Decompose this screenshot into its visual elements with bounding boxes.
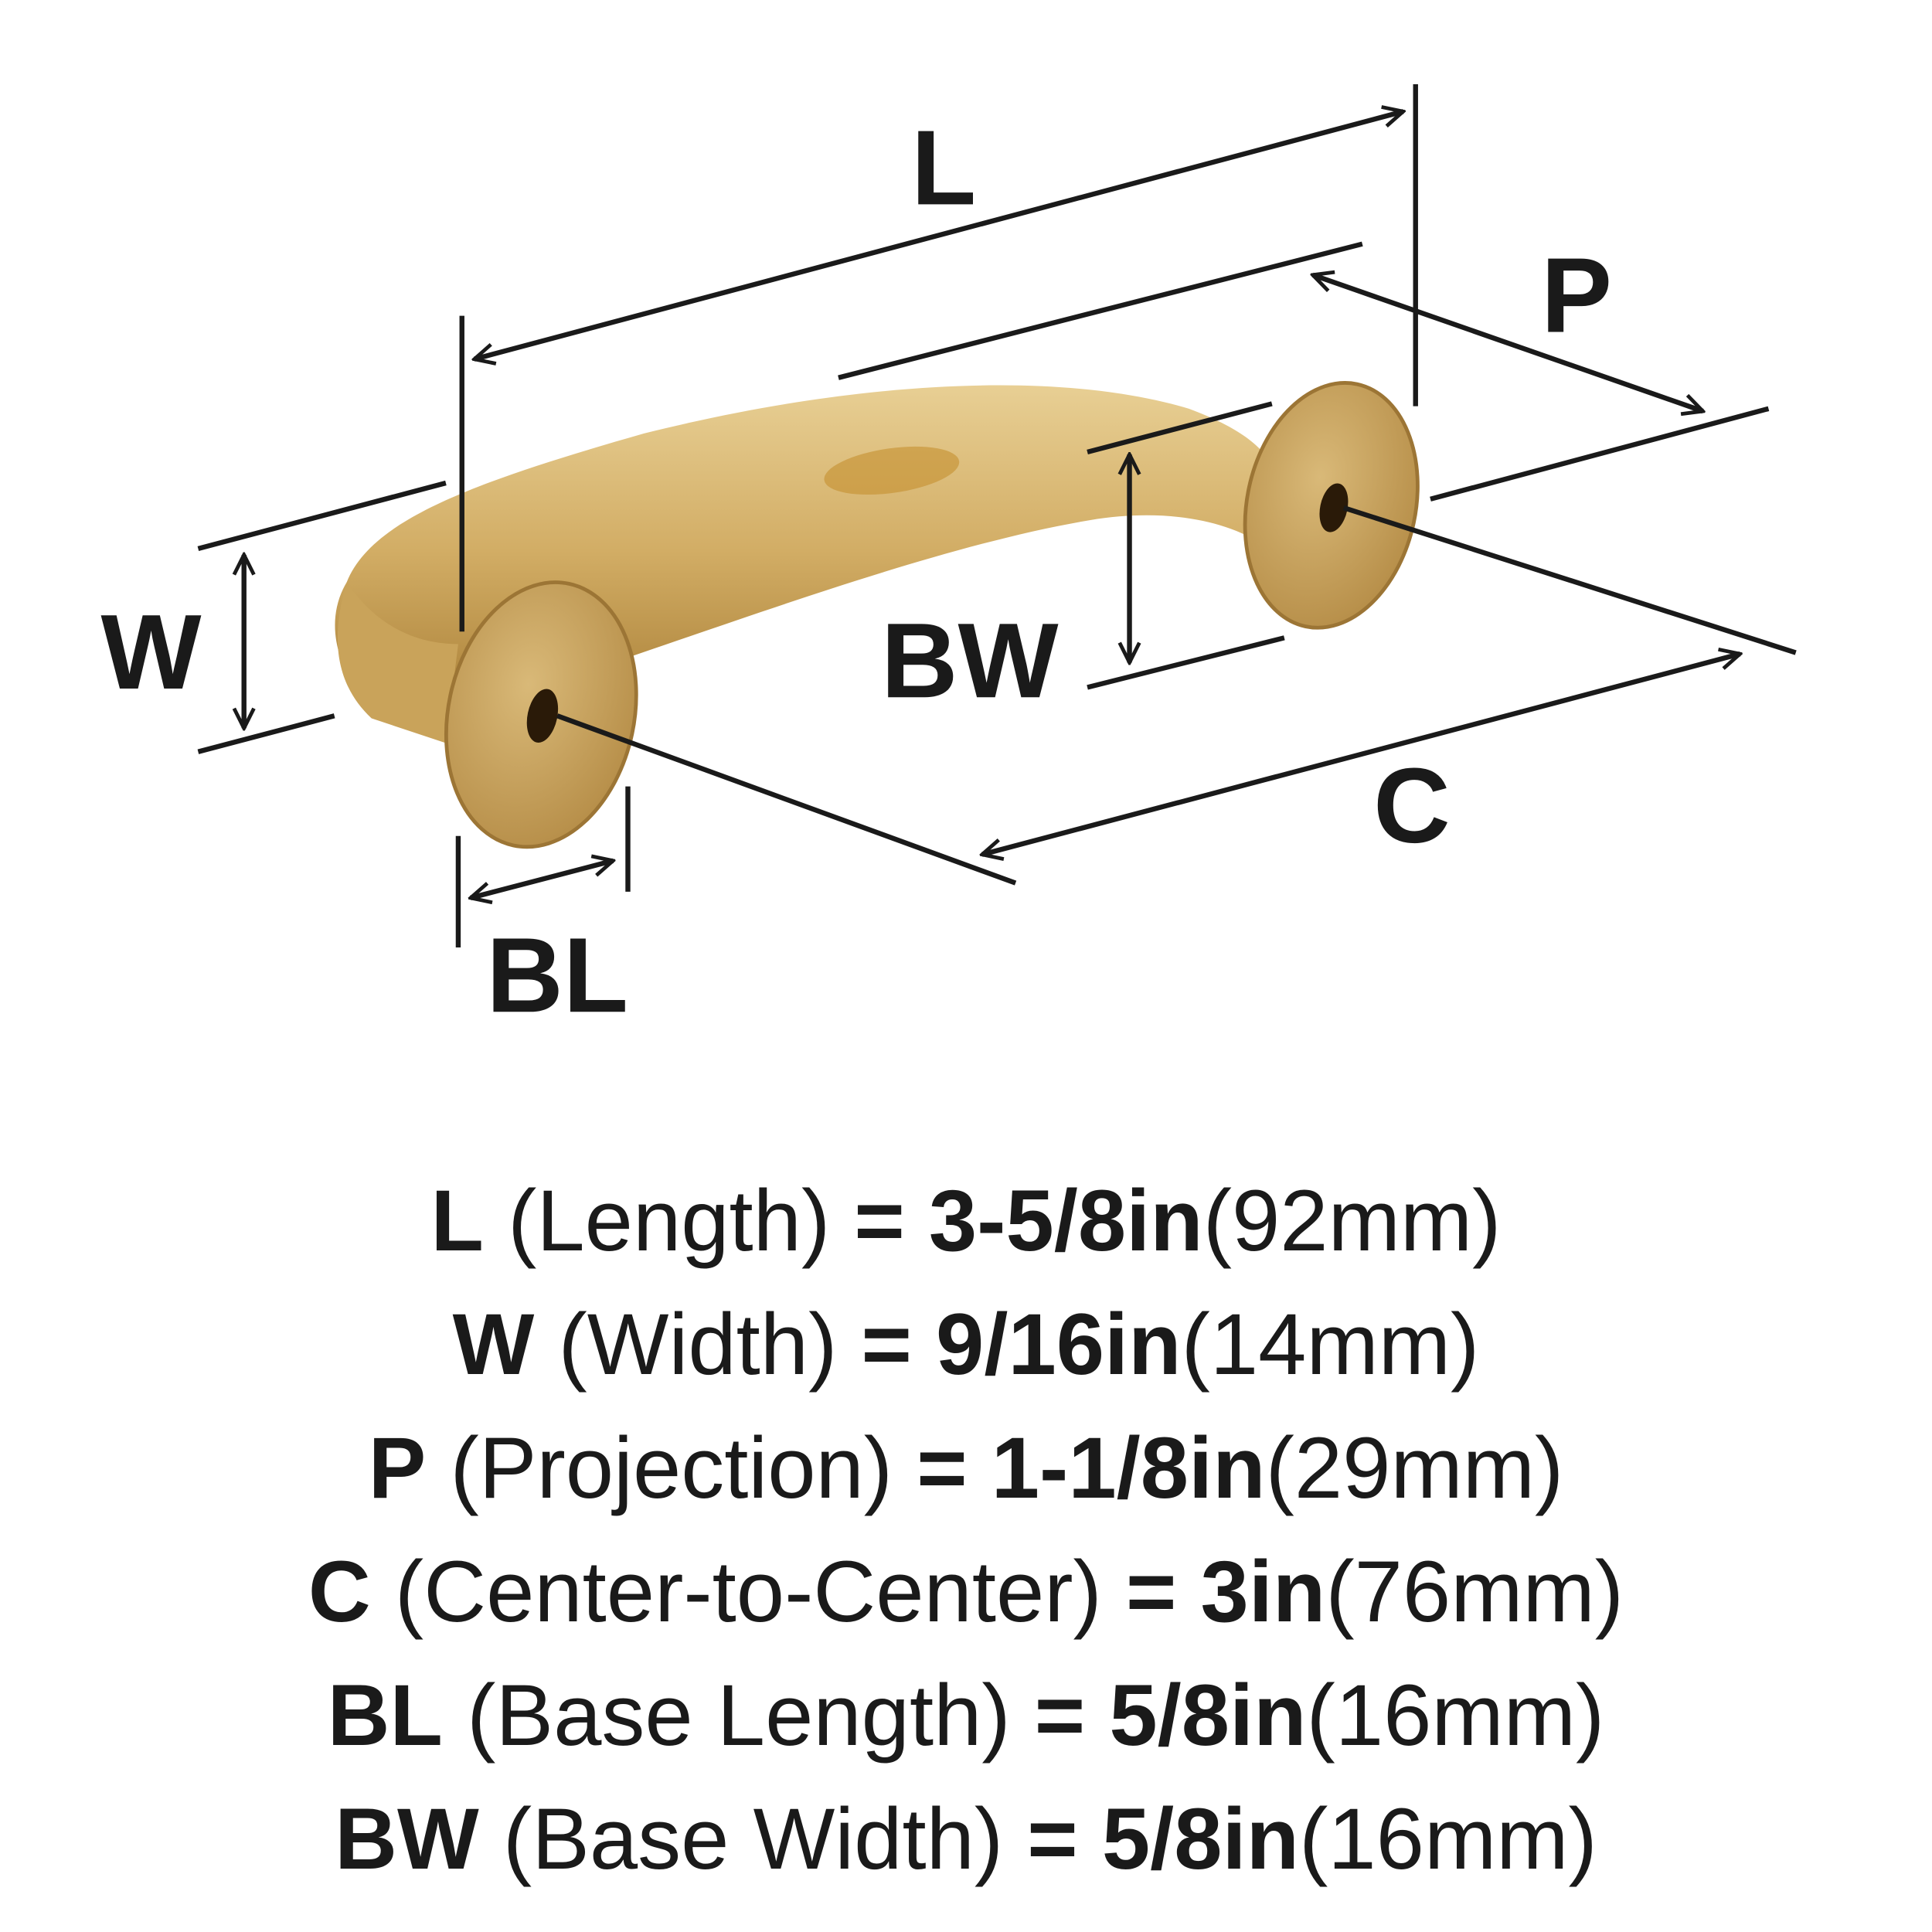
spec-name: (Length) [508, 1172, 831, 1269]
spec-metric: (14mm) [1181, 1296, 1480, 1393]
label-center-to-center: C [1373, 747, 1451, 866]
spec-name: (Width) [558, 1296, 838, 1393]
spec-metric: (29mm) [1265, 1420, 1564, 1516]
right-screw-hole [1319, 483, 1349, 532]
projection-arrow [1313, 275, 1703, 411]
label-length: L [911, 108, 976, 227]
spec-equals: = [1027, 1791, 1078, 1887]
spec-imperial: 3-5/8in [928, 1172, 1203, 1269]
spec-metric: (76mm) [1325, 1543, 1624, 1640]
dimension-lines [197, 83, 1797, 947]
spec-equals: = [861, 1296, 912, 1393]
spec-row-width: W (Width) = 9/16in(14mm) [0, 1283, 1932, 1406]
spec-row-base-width: BW (Base Width) = 5/8in(16mm) [0, 1777, 1932, 1901]
spec-imperial: 3in [1200, 1543, 1326, 1640]
label-projection: P [1541, 236, 1612, 355]
spec-imperial: 1-1/8in [991, 1420, 1266, 1516]
spec-key: L [430, 1172, 484, 1269]
spec-name: (Projection) [450, 1420, 893, 1516]
spec-row-length: L (Length) = 3-5/8in(92mm) [0, 1159, 1932, 1283]
spec-row-base-length: BL (Base Length) = 5/8in(16mm) [0, 1654, 1932, 1777]
length-arrow [474, 111, 1403, 359]
spec-key: BW [335, 1791, 479, 1887]
spec-imperial: 9/16in [936, 1296, 1182, 1393]
base-length-arrow [471, 861, 613, 898]
spec-name: (Base Length) [467, 1667, 1011, 1764]
center-to-center-arrow [982, 654, 1740, 855]
spec-row-projection: P (Projection) = 1-1/8in(29mm) [0, 1406, 1932, 1530]
label-width: W [100, 593, 201, 712]
label-base-width: BW [881, 601, 1059, 720]
spec-metric: (16mm) [1299, 1791, 1597, 1887]
spec-equals: = [1034, 1667, 1086, 1764]
pull-handle-image [335, 381, 1420, 849]
spec-key: W [452, 1296, 535, 1393]
spec-equals: = [854, 1172, 905, 1269]
left-screw-hole [526, 689, 559, 743]
spec-row-center-to-center: C (Center-to-Center) = 3in(76mm) [0, 1530, 1932, 1654]
spec-imperial: 5/8in [1109, 1667, 1307, 1764]
spec-key: BL [327, 1667, 443, 1764]
spec-name: (Center-to-Center) [394, 1543, 1102, 1640]
spec-metric: (92mm) [1202, 1172, 1502, 1269]
spec-metric: (16mm) [1306, 1667, 1605, 1764]
label-base-length: BL [486, 916, 628, 1035]
spec-name: (Base Width) [502, 1791, 1004, 1887]
spec-key: C [308, 1543, 371, 1640]
spec-equals: = [917, 1420, 968, 1516]
specifications-list: L (Length) = 3-5/8in(92mm) W (Width) = 9… [0, 1159, 1932, 1901]
spec-key: P [368, 1420, 427, 1516]
spec-imperial: 5/8in [1101, 1791, 1300, 1887]
spec-equals: = [1125, 1543, 1177, 1640]
